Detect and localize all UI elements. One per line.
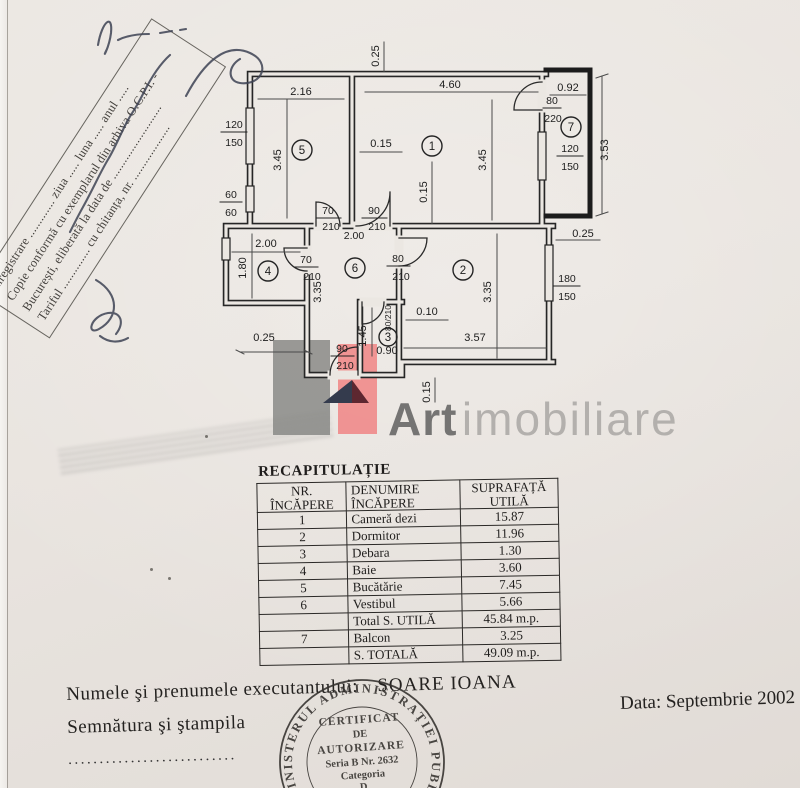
- door-size: 210: [303, 271, 321, 283]
- logo-art-text: Art: [388, 393, 458, 445]
- logo-imobiliare-text: imobiliare: [461, 393, 679, 445]
- room-number: 3: [385, 332, 391, 344]
- dim-label: 3.45: [272, 149, 284, 170]
- seal-line: Seria B Nr. 2632: [325, 754, 399, 770]
- door-size: 220: [544, 113, 562, 125]
- balcony-wall: [543, 67, 593, 219]
- seal-outer-circle: [279, 679, 445, 788]
- door-size: 210: [322, 221, 340, 233]
- windows: [221, 107, 554, 302]
- dim-label: 1.45: [357, 325, 369, 346]
- dim-label: 2.16: [290, 86, 311, 98]
- dim-label: 3.45: [477, 149, 489, 170]
- fraction-bars: [219, 107, 584, 357]
- door-size: 70: [322, 205, 334, 217]
- room-number: 1: [429, 141, 435, 153]
- window-size: 60: [225, 207, 237, 219]
- dim-label: 0.10: [416, 306, 437, 318]
- door-size: 210: [392, 271, 410, 283]
- dim-label: 3.57: [464, 332, 485, 344]
- dim-label: 0.25: [370, 45, 382, 66]
- dim-label: 0.92: [557, 82, 578, 94]
- window-size: 120: [561, 143, 579, 155]
- seal-line: DE: [352, 729, 367, 741]
- logo-gray-bar: [273, 340, 330, 435]
- paper-edge: [0, 0, 7, 788]
- door-size: 80: [546, 95, 558, 107]
- dim-label: 3.35: [482, 281, 494, 302]
- dim-label: 4.60: [439, 79, 460, 91]
- dim-label: 3.53: [599, 139, 611, 160]
- room-number: 4: [265, 266, 272, 278]
- window-size: 120: [225, 119, 243, 131]
- room-number: 2: [460, 265, 466, 277]
- door-size: 80: [392, 253, 404, 265]
- paper-edge-line: [7, 0, 8, 788]
- window-size: 180: [558, 273, 576, 285]
- dimension-lines: [231, 41, 609, 403]
- seal-ring-text: MINISTERUL ADMINISTRAȚIEI PUBLICE: [0, 0, 446, 788]
- dim-label: 1.80: [237, 257, 249, 278]
- dim-label: 2.00: [344, 230, 365, 242]
- dim-label: 3.35: [312, 281, 324, 302]
- room-number: 7: [568, 122, 574, 134]
- ink-dot: [150, 568, 153, 571]
- door-arcs: [283, 81, 543, 376]
- door-size: 210: [368, 221, 386, 233]
- door-size: 210: [336, 360, 354, 372]
- ink-dot: [205, 435, 208, 438]
- dim-label: 0.15: [418, 181, 430, 202]
- seal-line: CERTIFICAT: [318, 711, 400, 729]
- seal-line: D: [360, 782, 369, 788]
- window-size: 60: [225, 189, 237, 201]
- handwritten-marks: [68, 20, 264, 343]
- ink-dot: [168, 577, 171, 580]
- door-size: 90: [368, 205, 380, 217]
- room-number: 6: [352, 263, 358, 275]
- dim-label: 0.25: [253, 332, 274, 344]
- window-size: 150: [225, 137, 243, 149]
- door-size: 80/210: [383, 305, 393, 331]
- door-size: 70: [300, 254, 312, 266]
- agency-logo: Art imobiliare: [388, 392, 679, 446]
- room-circles: [257, 116, 582, 347]
- seal-inner-circle: [306, 706, 418, 788]
- dim-label: 0.15: [421, 381, 433, 402]
- room-number: 5: [299, 145, 305, 157]
- dim-label: 0.25: [572, 228, 593, 240]
- dim-label: 2.00: [255, 238, 276, 250]
- dim-label: 0.90: [376, 345, 397, 357]
- door-gaps: [302, 79, 547, 380]
- window-size: 150: [561, 161, 579, 173]
- dim-label: 0.15: [370, 138, 391, 150]
- window-size: 150: [558, 291, 576, 303]
- seal-line: Categoria: [340, 768, 386, 782]
- door-size: 90: [336, 343, 348, 355]
